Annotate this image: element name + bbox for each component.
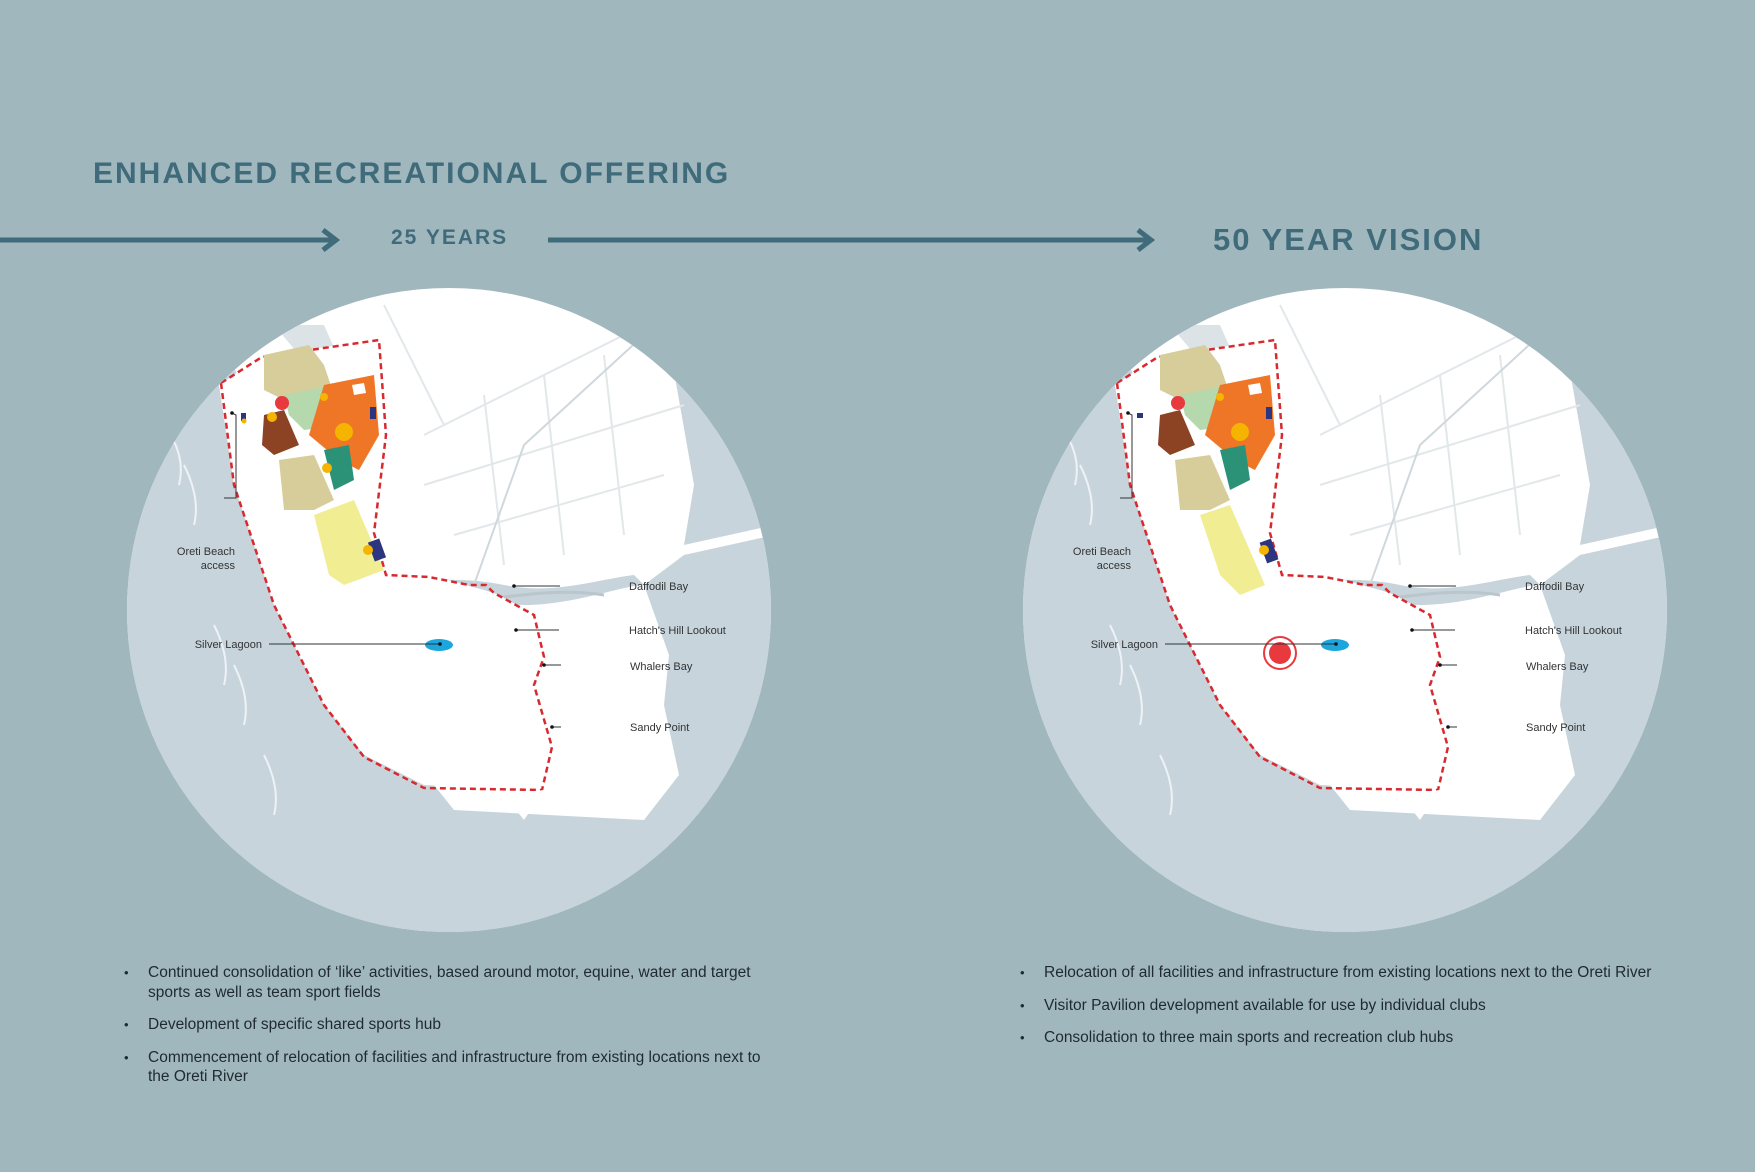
bullet-item: Relocation of all facilities and infrast…: [1020, 963, 1680, 983]
page-title: ENHANCED RECREATIONAL OFFERING: [93, 157, 731, 190]
bullet-item: Consolidation to three main sports and r…: [1020, 1028, 1680, 1048]
label-sandy-point: Sandy Point: [630, 722, 689, 734]
label-whalers-bay: Whalers Bay: [630, 661, 693, 673]
label-beach-access-line2: access: [1097, 560, 1132, 572]
label-daffodil-bay: Daffodil Bay: [629, 581, 689, 593]
bullet-item: Development of specific shared sports hu…: [124, 1015, 784, 1035]
label-hatchs-hill: Hatch's Hill Lookout: [629, 625, 726, 637]
label-hatchs-hill: Hatch's Hill Lookout: [1525, 625, 1622, 637]
map-25-years: Oreti Beach access Silver Lagoon Daffodi…: [127, 288, 771, 932]
label-beach-access-line2: access: [201, 560, 236, 572]
label-silver-lagoon: Silver Lagoon: [1091, 639, 1158, 651]
map-50-years: Oreti Beach access Silver Lagoon Daffodi…: [1023, 288, 1667, 932]
bullet-list-50-years: Relocation of all facilities and infrast…: [1020, 963, 1680, 1061]
label-sandy-point: Sandy Point: [1526, 722, 1585, 734]
timeline-arrow-2: [548, 228, 1156, 252]
label-daffodil-bay: Daffodil Bay: [1525, 581, 1585, 593]
label-whalers-bay: Whalers Bay: [1526, 661, 1589, 673]
label-beach-access-line1: Oreti Beach: [177, 546, 235, 558]
label-beach-access-line1: Oreti Beach: [1073, 546, 1131, 558]
bullet-list-25-years: Continued consolidation of ‘like’ activi…: [124, 963, 784, 1100]
label-silver-lagoon: Silver Lagoon: [195, 639, 262, 651]
timeline-label-25-years: 25 YEARS: [391, 226, 509, 249]
bullet-item: Commencement of relocation of facilities…: [124, 1048, 784, 1087]
bullet-item: Visitor Pavilion development available f…: [1020, 996, 1680, 1016]
timeline-arrow-1: [0, 228, 341, 252]
timeline-label-50-year-vision: 50 YEAR VISION: [1213, 222, 1484, 257]
bullet-item: Continued consolidation of ‘like’ activi…: [124, 963, 784, 1002]
